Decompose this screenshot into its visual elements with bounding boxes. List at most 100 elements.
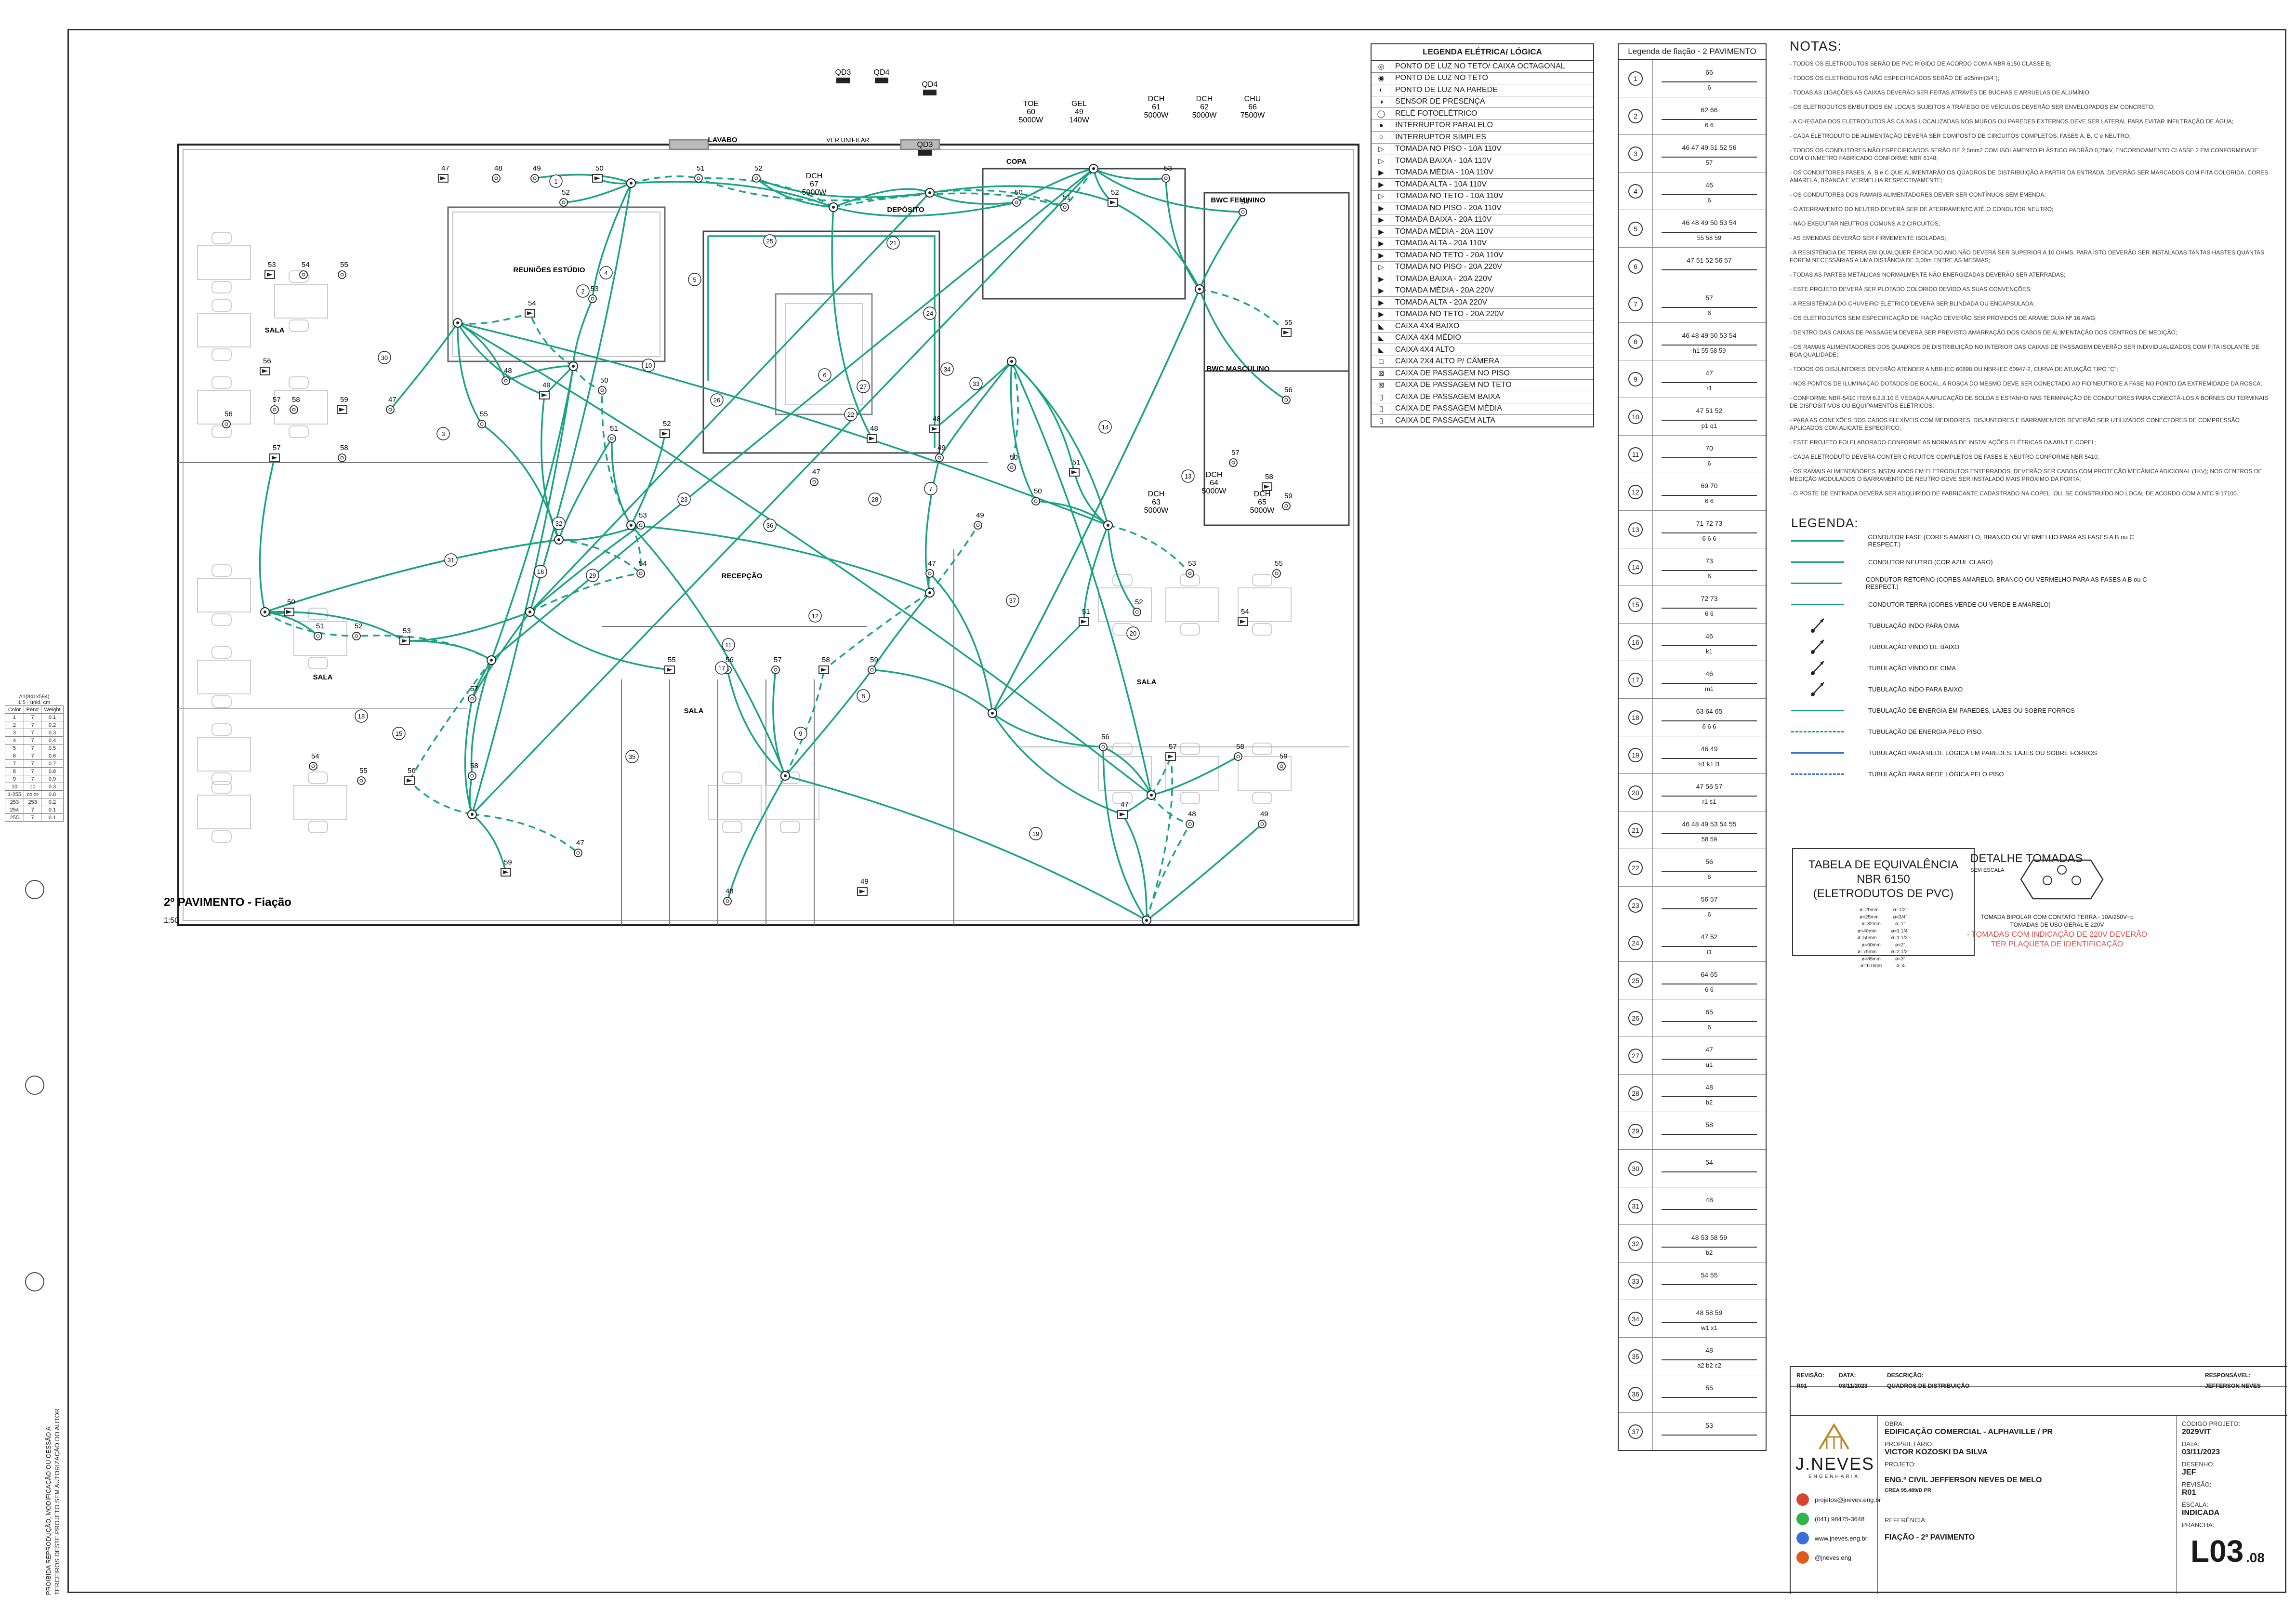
legend-label: CAIXA DE PASSAGEM BAIXA xyxy=(1395,392,1501,401)
wiring-bubble: 31 xyxy=(444,553,458,567)
wiring-circuits: 48 53 58 59 xyxy=(1691,1234,1727,1241)
outlet-icon xyxy=(1069,468,1080,477)
line-legend-row: TUBULAÇÃO INDO PARA BAIXO xyxy=(1791,678,2167,700)
wiring-row-number: 16 xyxy=(1628,635,1643,650)
note-item: - CONFORME NBR-5410 ITEM 6.2.8.10 É VEDA… xyxy=(1790,395,2269,409)
outlet-icon xyxy=(857,887,868,896)
pen-col: Pen# xyxy=(23,705,42,714)
legend-row: ◣CAIXA 4X4 MÉDIO xyxy=(1372,332,1593,344)
pen-cell: color xyxy=(23,790,42,798)
tb-header-descricao: DESCRIÇÃO: xyxy=(1887,1372,1924,1379)
light-point-icon xyxy=(1234,752,1242,761)
desk xyxy=(197,578,251,612)
light-point-icon xyxy=(588,294,597,303)
wire-run xyxy=(698,177,930,201)
legend-row: ⊠CAIXA DE PASSAGEM NO PISO xyxy=(1372,368,1593,380)
circuit-number: 52 xyxy=(562,188,570,197)
wiring-returns: 55 58 59 xyxy=(1697,234,1722,241)
conduit-line xyxy=(1662,532,1757,533)
box-4x4-high-icon: ◣ xyxy=(1372,344,1391,356)
equipment-power: 5000W xyxy=(1250,506,1275,515)
wiring-row-number: 7 xyxy=(1628,296,1643,311)
circuit-number: 53 xyxy=(591,285,599,293)
circuit-number: 51 xyxy=(1072,458,1081,466)
wire-run xyxy=(1199,288,1287,333)
wiring-bubble: 13 xyxy=(1181,469,1195,483)
wire-run xyxy=(1093,168,1166,180)
light-point-icon xyxy=(357,776,366,785)
wiring-bubble: 27 xyxy=(857,380,870,393)
pen-cell: 7 xyxy=(23,744,42,752)
equipment-name: DCH xyxy=(806,172,823,180)
wiring-bubble-number: 34 xyxy=(944,366,950,373)
photocell-relay-icon: ◯ xyxy=(1372,108,1391,120)
light-point-icon xyxy=(338,270,346,279)
wiring-row-number-cell: 2 xyxy=(1619,97,1653,134)
pen-cell: 0.2 xyxy=(41,721,64,729)
wire-trunk xyxy=(833,188,930,208)
legend-row: ▶TOMADA BAIXA - 20A 110V xyxy=(1372,214,1593,226)
legend-row: ◯RELÉ FOTOELÉTRICO xyxy=(1372,108,1593,120)
distribution-panel: QD3 xyxy=(917,141,933,156)
wiring-circuits: 48 xyxy=(1705,1346,1713,1354)
circuit-number: 57 xyxy=(1231,449,1240,457)
panel-box-icon xyxy=(875,78,888,83)
panel-box-icon xyxy=(918,150,932,156)
wiring-bubble-number: 29 xyxy=(589,572,596,579)
circuit-number: 47 xyxy=(812,468,820,476)
desk xyxy=(1098,756,1152,791)
light-point-icon xyxy=(636,569,645,578)
wire-trunk xyxy=(264,539,559,613)
conduit-line xyxy=(1662,1171,1757,1172)
circuit-number: 50 xyxy=(1034,487,1042,495)
equipment-name: GEL xyxy=(1071,100,1087,108)
ceiling-light-icon xyxy=(568,361,578,371)
conduit-line xyxy=(1662,1134,1757,1135)
wiring-row-number-cell: 25 xyxy=(1619,962,1653,999)
wiring-row-number-cell: 32 xyxy=(1619,1225,1653,1262)
wiring-circuits: 64 65 xyxy=(1701,971,1718,978)
light-point-icon xyxy=(935,453,944,462)
legend-label: SENSOR DE PRESENÇA xyxy=(1395,97,1485,106)
wiring-bubble-number: 1 xyxy=(554,178,557,185)
wiring-row-number: 22 xyxy=(1628,860,1643,875)
outlet-caption-2: TOMADAS DE USO GERAL E 220V xyxy=(2010,921,2104,928)
mid-passage-box-icon: ▯ xyxy=(1372,403,1391,414)
legend-label: TOMADA ALTA - 20A 220V xyxy=(1395,298,1488,306)
legend-label: TOMADA NO TETO - 20A 110V xyxy=(1395,251,1504,259)
room-label: SALA xyxy=(1137,678,1157,686)
equipment-power: 5000W xyxy=(1202,487,1227,495)
equipment-circuit: 65 xyxy=(1258,498,1267,506)
equipment-circuit: 62 xyxy=(1200,103,1209,111)
wiring-returns: r1 xyxy=(1706,385,1712,392)
circuit-number: 51 xyxy=(1063,193,1071,201)
wire-run xyxy=(1199,289,1287,401)
circuit-number: 56 xyxy=(1284,386,1293,394)
line-legend-row: TUBULAÇÃO VINDO DE BAIXO xyxy=(1791,636,2167,657)
room-label: RECEPÇÃO xyxy=(721,572,762,580)
conduit-line xyxy=(1662,457,1757,458)
legend-label: INTERRUPTOR SIMPLES xyxy=(1395,133,1487,141)
high-outlet-20a-icon: ▶ xyxy=(1372,238,1391,249)
conduit-line xyxy=(1662,119,1757,120)
circuit-number: 59 xyxy=(340,396,348,404)
legend-label: CAIXA DE PASSAGEM ALTA xyxy=(1395,416,1496,425)
wiring-bubble-number: 11 xyxy=(725,641,732,649)
light-point-icon xyxy=(771,665,780,674)
chair xyxy=(211,281,232,293)
ceiling-light-icon xyxy=(487,655,496,665)
